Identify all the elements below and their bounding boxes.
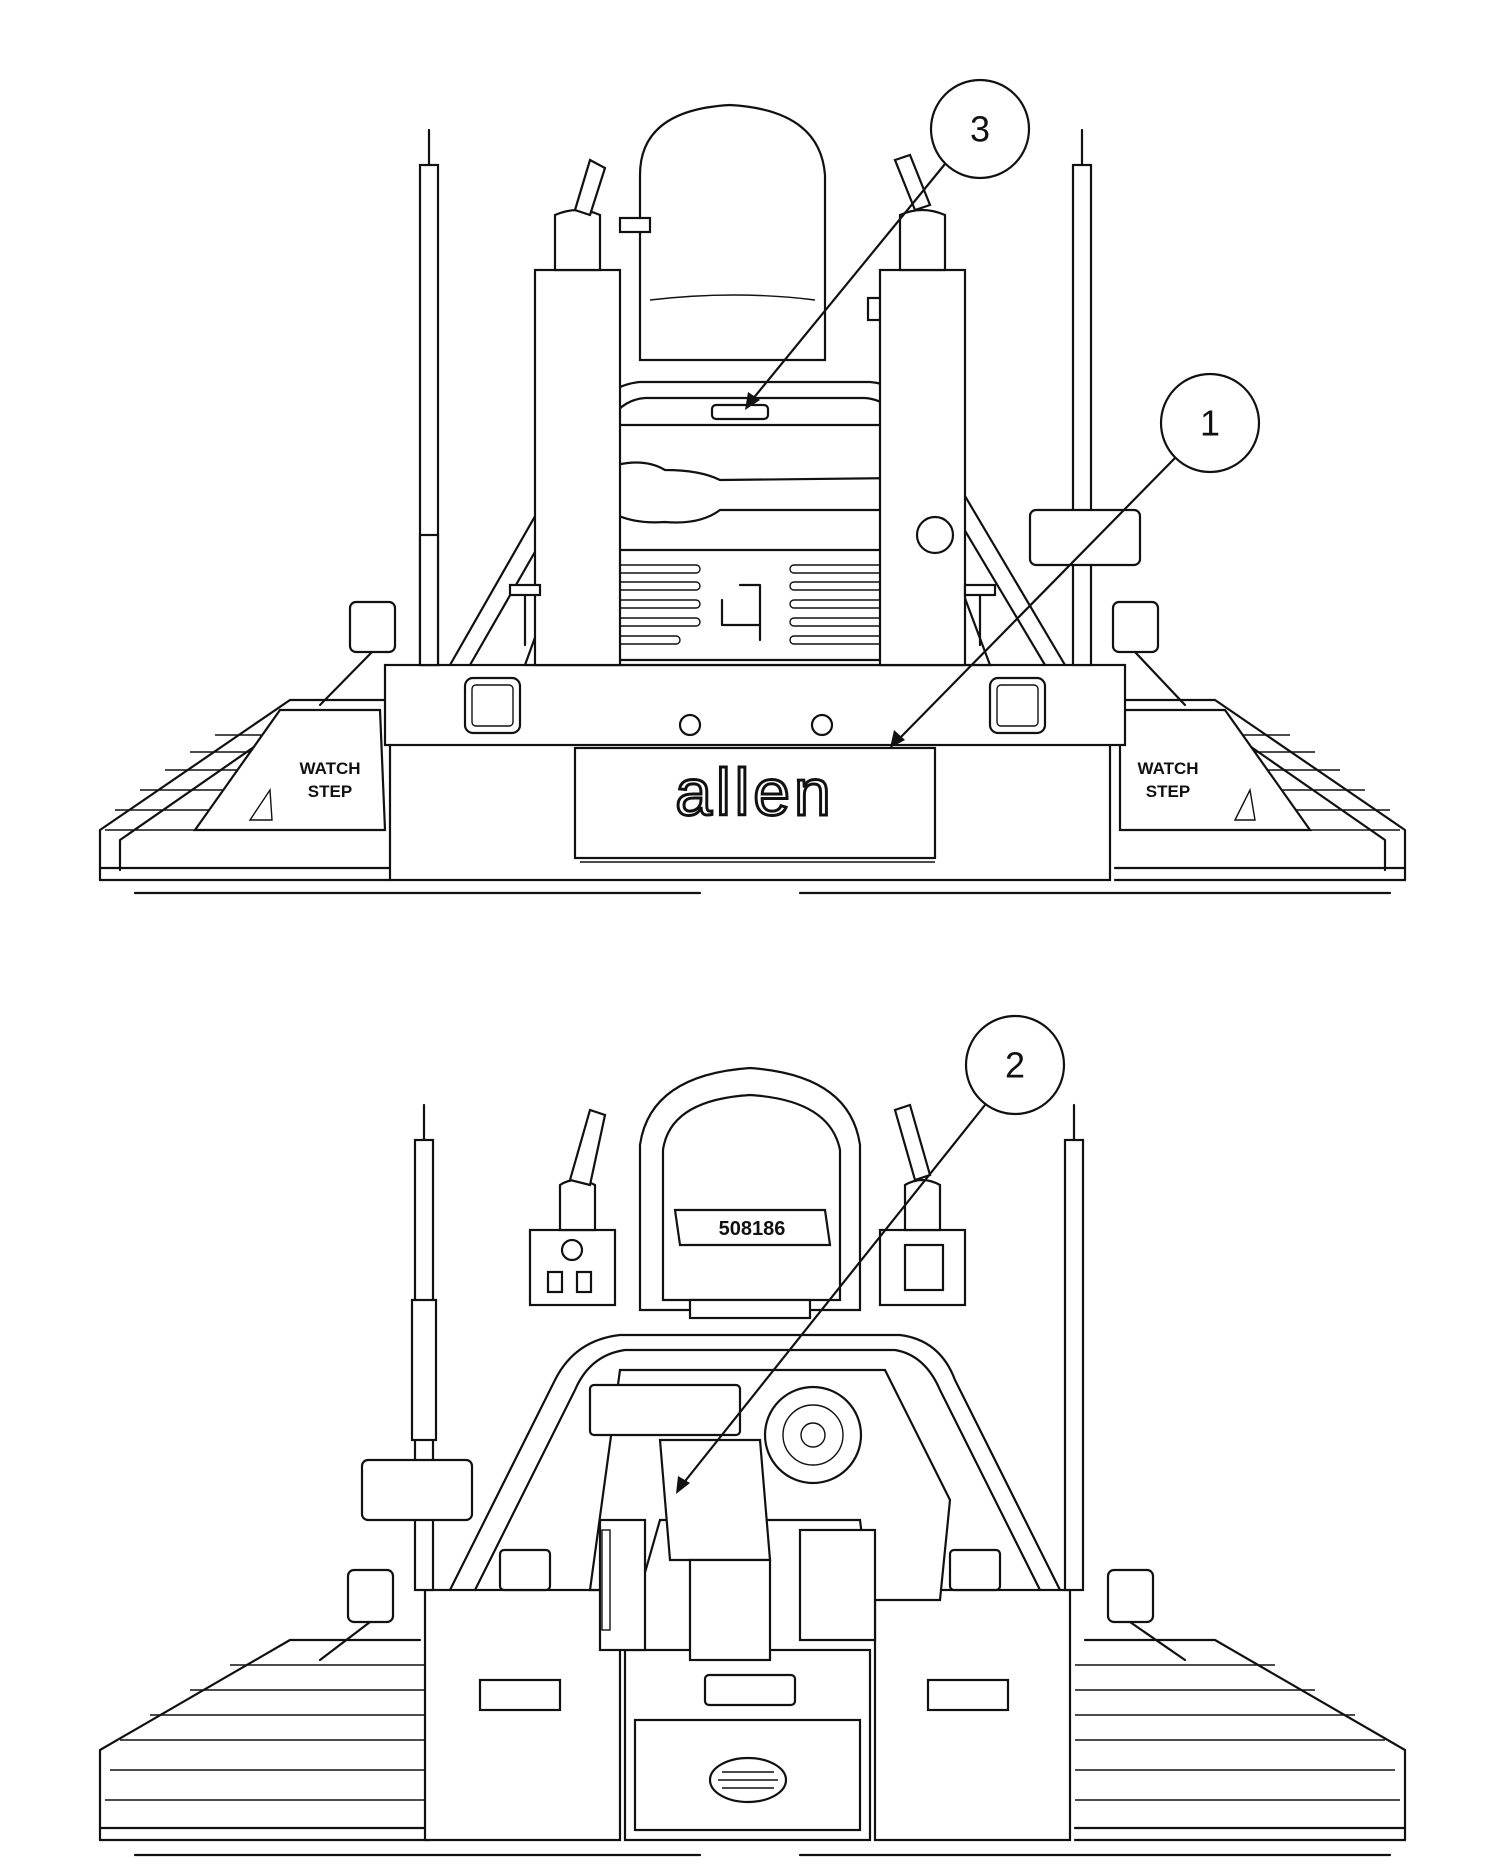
step-text: STEP xyxy=(1146,782,1190,801)
logo-panel xyxy=(573,746,937,860)
watch-step-decal-left: WATCH STEP xyxy=(299,759,360,801)
rear-view: 508186 xyxy=(98,1066,1407,1857)
callout-3: 3 xyxy=(745,78,1031,410)
callout-3-arrowhead xyxy=(745,392,760,410)
callout-3-leader xyxy=(750,162,947,402)
callout-2-circle xyxy=(964,1014,1066,1116)
callout-2-label: 2 xyxy=(1005,1045,1025,1086)
callout-2: 2 xyxy=(676,1014,1066,1494)
brand-logo: allen xyxy=(675,755,834,829)
operator-seat xyxy=(638,103,827,362)
callout-1-label: 1 xyxy=(1200,403,1220,444)
callout-2-arrowhead xyxy=(676,1476,690,1494)
watch-step-decal-right: WATCH STEP xyxy=(1137,759,1198,801)
watch-text: WATCH xyxy=(1137,759,1198,778)
seat-part-number: 508186 xyxy=(719,1218,786,1240)
rear-left-housing xyxy=(423,1588,622,1842)
callout-2-leader xyxy=(680,1103,987,1487)
callout-1: 1 xyxy=(890,372,1261,748)
right-guard-ring xyxy=(1113,698,1407,882)
callout-3-circle xyxy=(929,78,1031,180)
callout-3-label: 3 xyxy=(970,109,990,150)
rear-right-housing xyxy=(873,1588,1072,1842)
callout-1-arrowhead xyxy=(890,730,905,748)
watch-text: WATCH xyxy=(299,759,360,778)
step-text: STEP xyxy=(308,782,352,801)
left-guard-ring xyxy=(98,698,392,882)
front-view: WATCH STEP WATCH STEP allen xyxy=(98,103,1407,895)
callout-1-circle xyxy=(1159,372,1261,474)
callout-1-leader xyxy=(896,456,1177,742)
